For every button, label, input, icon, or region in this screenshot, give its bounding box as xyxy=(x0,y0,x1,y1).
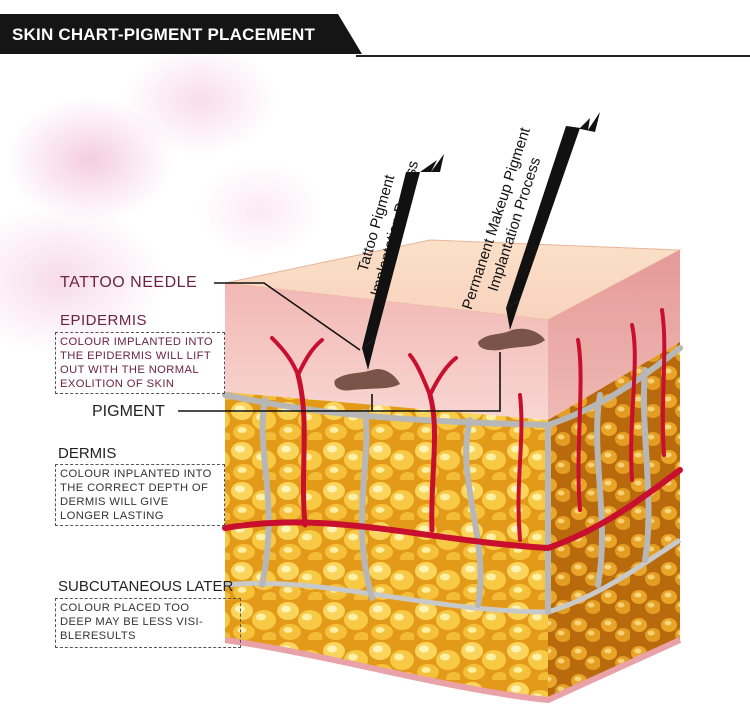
pigment-epidermis xyxy=(478,328,545,351)
tattoo-needle-label: TATTOO NEEDLE xyxy=(60,274,198,291)
dermis-note: COLOUR INPLANTED INTO THE CORRECT DEPTH … xyxy=(55,464,225,526)
pmu-needle-shape xyxy=(506,112,600,330)
epidermis-front xyxy=(225,283,548,420)
epidermis-label: EPIDERMIS xyxy=(60,312,148,329)
pigment-label: PIGMENT xyxy=(92,403,165,420)
subcutaneous-side xyxy=(548,540,680,700)
subcutaneous-front xyxy=(225,585,548,700)
tattoo-needle-shape xyxy=(362,154,444,370)
leader-lines xyxy=(178,282,501,412)
subcutaneous-label: SUBCUTANEOUS LATER xyxy=(58,578,234,595)
header-banner: SKIN CHART-PIGMENT PLACEMENT xyxy=(0,14,362,54)
header-rule xyxy=(356,55,750,57)
subcutaneous-note: COLOUR PLACED TOO DEEP MAY BE LESS VISI-… xyxy=(55,598,241,648)
dermis-label: DERMIS xyxy=(58,445,117,462)
membrane-band xyxy=(224,537,682,615)
pigment-dermis xyxy=(334,369,400,391)
epidermis-note: COLOUR IMPLANTED INTO THE EPIDERMIS WILL… xyxy=(55,332,225,394)
page-title: SKIN CHART-PIGMENT PLACEMENT xyxy=(12,25,316,44)
blood-vessels xyxy=(222,308,683,552)
